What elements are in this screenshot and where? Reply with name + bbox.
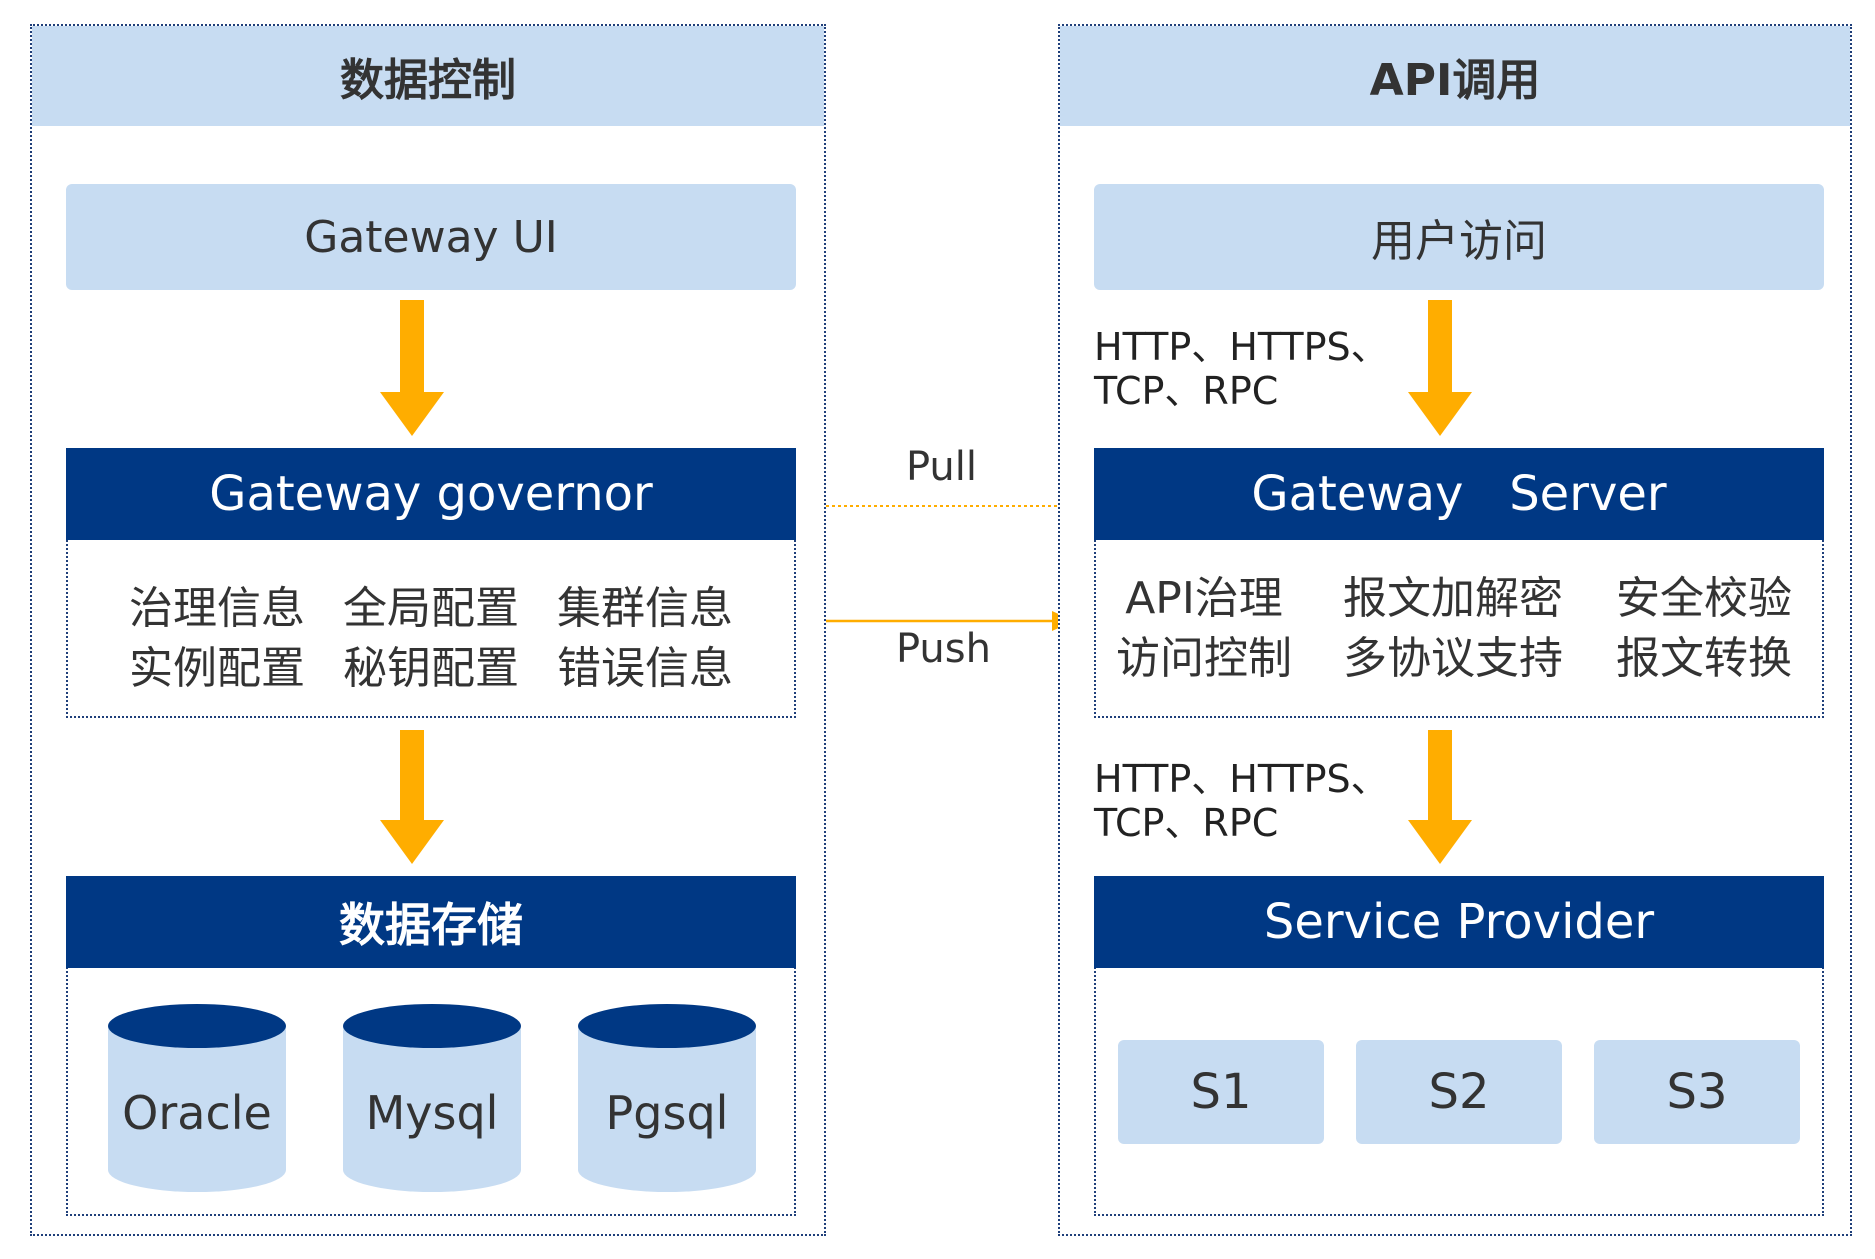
database-icon bbox=[578, 1004, 756, 1192]
arrow-down-icon bbox=[380, 300, 444, 436]
pull-connector bbox=[826, 505, 1058, 507]
governor-item: 全局配置 bbox=[343, 583, 519, 634]
db-label-pgsql: Pgsql bbox=[605, 1086, 729, 1140]
gateway-server-title: Gateway Server bbox=[1094, 448, 1824, 540]
service-s1: S1 bbox=[1118, 1040, 1324, 1144]
pull-label: Pull bbox=[906, 444, 977, 490]
service-provider-title: Service Provider bbox=[1094, 876, 1824, 968]
gateway-governor-title: Gateway governor bbox=[66, 448, 796, 540]
server-item: API治理 bbox=[1125, 573, 1283, 624]
protocol-label: TCP、RPC bbox=[1094, 369, 1279, 413]
database-icon bbox=[108, 1004, 286, 1192]
governor-item: 集群信息 bbox=[557, 583, 733, 634]
protocol-label: TCP、RPC bbox=[1094, 801, 1279, 845]
governor-item: 秘钥配置 bbox=[343, 643, 519, 694]
db-label-oracle: Oracle bbox=[122, 1086, 272, 1140]
server-item: 多协议支持 bbox=[1343, 633, 1563, 684]
governor-item: 治理信息 bbox=[129, 583, 305, 634]
api-call-title: API调用 bbox=[1060, 26, 1850, 126]
gateway-ui-box: Gateway UI bbox=[66, 184, 796, 290]
server-item: 报文转换 bbox=[1616, 633, 1792, 684]
protocol-label: HTTP、HTTPS、 bbox=[1094, 325, 1389, 369]
server-item: 访问控制 bbox=[1116, 633, 1292, 684]
arrow-down-icon bbox=[380, 730, 444, 864]
data-storage-title: 数据存储 bbox=[66, 876, 796, 968]
server-item: 报文加解密 bbox=[1343, 573, 1563, 624]
service-s2: S2 bbox=[1356, 1040, 1562, 1144]
database-icon bbox=[343, 1004, 521, 1192]
push-label: Push bbox=[896, 626, 991, 672]
user-access-box: 用户访问 bbox=[1094, 184, 1824, 290]
governor-item: 实例配置 bbox=[129, 643, 305, 694]
governor-item: 错误信息 bbox=[557, 643, 733, 694]
data-control-title: 数据控制 bbox=[32, 26, 824, 126]
protocol-label: HTTP、HTTPS、 bbox=[1094, 757, 1389, 801]
arrow-down-icon bbox=[1408, 730, 1472, 864]
service-s3: S3 bbox=[1594, 1040, 1800, 1144]
db-label-mysql: Mysql bbox=[365, 1086, 499, 1140]
server-item: 安全校验 bbox=[1616, 573, 1792, 624]
arrow-down-icon bbox=[1408, 300, 1472, 436]
